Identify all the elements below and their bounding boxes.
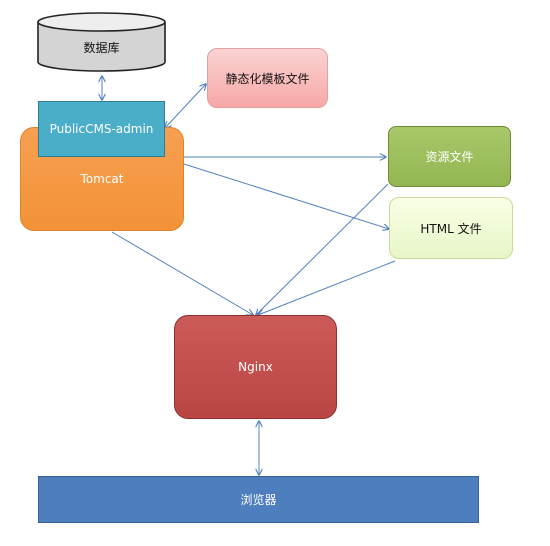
html-files-node: HTML 文件: [389, 197, 513, 259]
browser-node: 浏览器: [38, 476, 479, 523]
arrow-resource-nginx: [256, 183, 389, 315]
database-cylinder: [37, 12, 166, 72]
resource-files-node: 资源文件: [388, 126, 511, 187]
publiccms-admin-node: PublicCMS-admin: [38, 101, 165, 157]
database-label: 数据库: [83, 40, 120, 55]
publiccms-admin-label: PublicCMS-admin: [49, 122, 154, 136]
resource-files-label: 资源文件: [425, 150, 474, 164]
nginx-node: Nginx: [174, 315, 337, 419]
arrow-tomcat-html: [164, 157, 389, 229]
arrow-tomcat-nginx: [111, 231, 253, 315]
tomcat-label: Tomcat: [80, 172, 124, 186]
html-files-label: HTML 文件: [420, 221, 482, 236]
static-template-files-node: 静态化模板文件: [207, 48, 328, 108]
arrow-admin-static: [165, 84, 206, 128]
arrow-html-nginx: [258, 260, 396, 315]
nginx-label: Nginx: [238, 360, 273, 374]
browser-label: 浏览器: [240, 493, 277, 507]
static-template-files-label: 静态化模板文件: [225, 71, 310, 86]
